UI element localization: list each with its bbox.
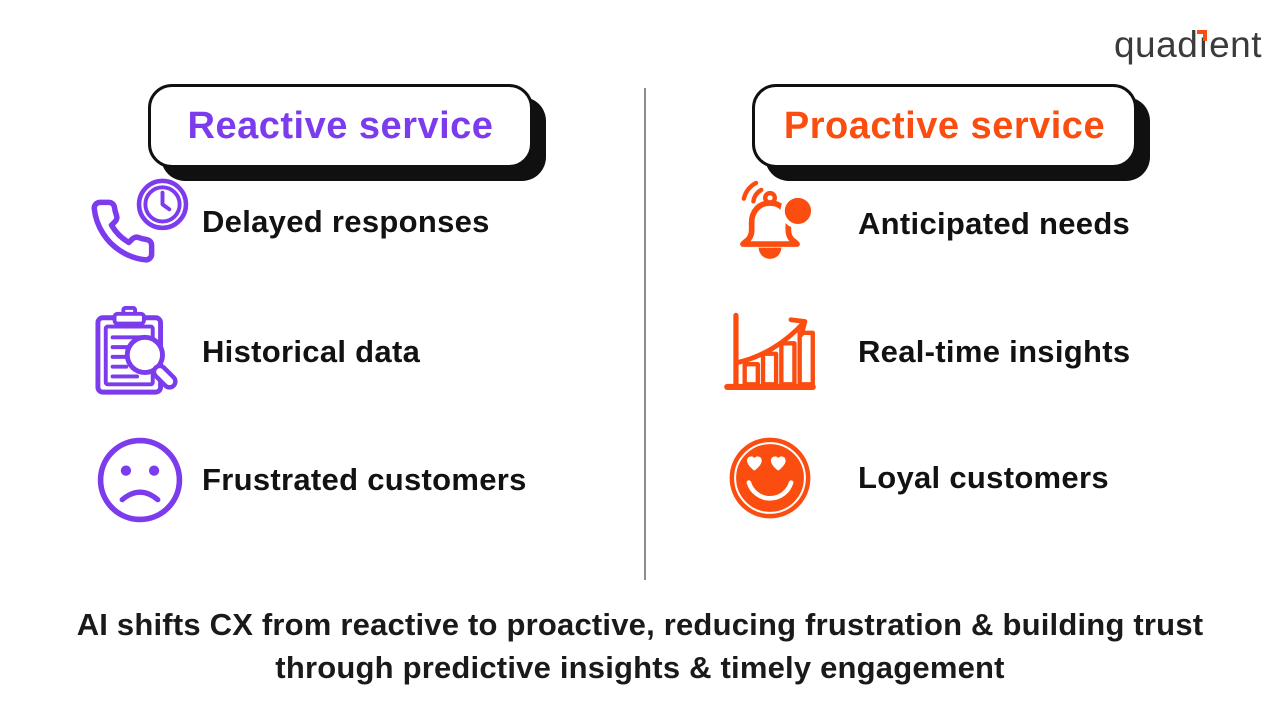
list-item-historical-data: Historical data (84, 306, 624, 398)
logo-text-pre: quad (1113, 24, 1199, 65)
column-divider (644, 88, 646, 580)
logo-accent-icon (1197, 30, 1208, 41)
list-item-anticipated-needs: Anticipated needs (722, 178, 1262, 270)
reactive-service-title: Reactive service (187, 104, 494, 147)
item-label: Anticipated needs (858, 206, 1131, 241)
logo-text-post: ent (1209, 24, 1262, 65)
list-item-frustrated-customers: Frustrated customers (84, 434, 624, 526)
phone-clock-icon (84, 176, 196, 268)
bell-alert-icon (722, 178, 818, 270)
reactive-service-header: Reactive service (148, 84, 533, 168)
list-item-delayed-responses: Delayed responses (84, 176, 624, 268)
heart-eyes-smiley-icon (722, 432, 818, 524)
item-label: Historical data (202, 334, 421, 369)
list-item-real-time-insights: Real-time insights (722, 306, 1262, 398)
list-item-loyal-customers: Loyal customers (722, 432, 1262, 524)
item-label: Frustrated customers (202, 462, 527, 497)
proactive-service-title: Proactive service (783, 104, 1106, 147)
slide-caption: AI shifts CX from reactive to proactive,… (76, 607, 1204, 685)
clipboard-search-icon (84, 306, 196, 398)
growth-chart-icon (722, 306, 818, 398)
item-label: Delayed responses (202, 204, 490, 239)
item-label: Real-time insights (858, 334, 1131, 369)
item-label: Loyal customers (858, 460, 1109, 495)
logo-letter-i: ı (1197, 24, 1210, 65)
sad-face-icon (84, 434, 196, 526)
proactive-service-header: Proactive service (752, 84, 1137, 168)
